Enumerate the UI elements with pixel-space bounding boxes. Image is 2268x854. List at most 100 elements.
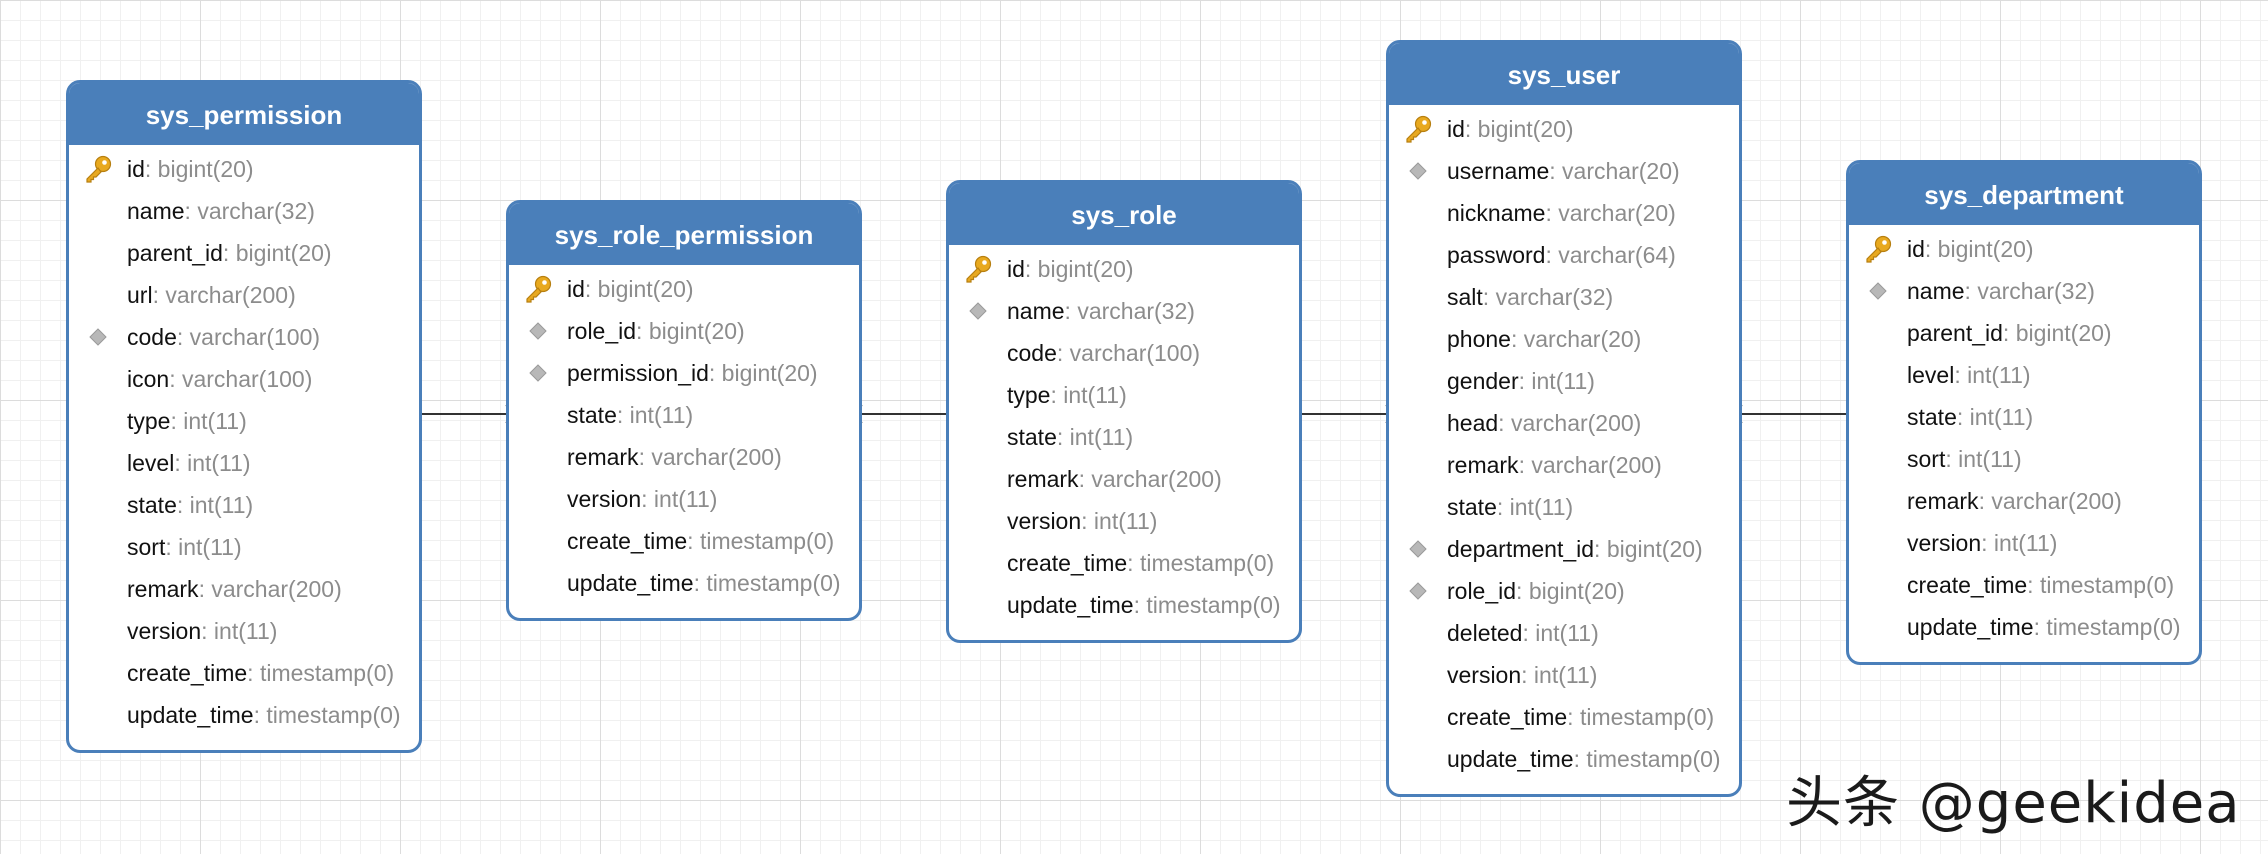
field-row[interactable]: state: int(11): [949, 416, 1299, 458]
field-row[interactable]: version: int(11): [949, 500, 1299, 542]
marker-spacer: [69, 484, 127, 526]
field-row[interactable]: update_time: timestamp(0): [1389, 738, 1739, 780]
field-row[interactable]: update_time: timestamp(0): [69, 694, 419, 736]
field-type: : timestamp(0): [693, 569, 841, 596]
field-row[interactable]: level: int(11): [1849, 354, 2199, 396]
field-type: : int(11): [1518, 367, 1595, 394]
field-row[interactable]: version: int(11): [509, 478, 859, 520]
table-sys-user[interactable]: sys_user id: bigint(20)username: varchar…: [1386, 40, 1742, 797]
table-title[interactable]: sys_user: [1389, 43, 1739, 105]
field-row[interactable]: version: int(11): [1849, 522, 2199, 564]
field-row[interactable]: password: varchar(64): [1389, 234, 1739, 276]
field-name: level: [1907, 361, 1955, 388]
field-row[interactable]: username: varchar(20): [1389, 150, 1739, 192]
field-row[interactable]: id: bigint(20): [949, 248, 1299, 290]
field-row[interactable]: update_time: timestamp(0): [1849, 606, 2199, 648]
field-row[interactable]: remark: varchar(200): [1849, 480, 2199, 522]
field-row[interactable]: url: varchar(200): [69, 274, 419, 316]
table-sys-role[interactable]: sys_role id: bigint(20)name: varchar(32)…: [946, 180, 1302, 643]
field-type: : timestamp(0): [2033, 613, 2181, 640]
field-row[interactable]: deleted: int(11): [1389, 612, 1739, 654]
field-name: name: [1007, 297, 1065, 324]
field-row[interactable]: sort: int(11): [69, 526, 419, 568]
field-type: : varchar(200): [152, 281, 296, 308]
field-row[interactable]: create_time: timestamp(0): [1849, 564, 2199, 606]
field-row[interactable]: code: varchar(100): [949, 332, 1299, 374]
field-row[interactable]: head: varchar(200): [1389, 402, 1739, 444]
field-row[interactable]: remark: varchar(200): [949, 458, 1299, 500]
marker-spacer: [69, 442, 127, 484]
field-row[interactable]: version: int(11): [69, 610, 419, 652]
field-row[interactable]: update_time: timestamp(0): [949, 584, 1299, 626]
field-name: update_time: [1007, 591, 1134, 618]
field-row[interactable]: nickname: varchar(20): [1389, 192, 1739, 234]
field-row[interactable]: name: varchar(32): [1849, 270, 2199, 312]
field-row[interactable]: name: varchar(32): [69, 190, 419, 232]
field-row[interactable]: permission_id: bigint(20): [509, 352, 859, 394]
table-sys-permission[interactable]: sys_permission id: bigint(20)name: varch…: [66, 80, 422, 753]
field-row[interactable]: id: bigint(20): [1849, 228, 2199, 270]
field-type: : timestamp(0): [1127, 549, 1275, 576]
field-row[interactable]: version: int(11): [1389, 654, 1739, 696]
table-title[interactable]: sys_permission: [69, 83, 419, 145]
field-row[interactable]: remark: varchar(200): [1389, 444, 1739, 486]
field-row[interactable]: remark: varchar(200): [69, 568, 419, 610]
marker-spacer: [1389, 612, 1447, 654]
field-type: : int(11): [1081, 507, 1158, 534]
marker-spacer: [1849, 354, 1907, 396]
field-row[interactable]: id: bigint(20): [1389, 108, 1739, 150]
table-sys-department[interactable]: sys_department id: bigint(20)name: varch…: [1846, 160, 2202, 665]
field-row[interactable]: update_time: timestamp(0): [509, 562, 859, 604]
field-type: : varchar(200): [638, 443, 782, 470]
field-row[interactable]: icon: varchar(100): [69, 358, 419, 400]
index-diamond-icon: [509, 352, 567, 394]
field-row[interactable]: state: int(11): [1389, 486, 1739, 528]
field-row[interactable]: state: int(11): [1849, 396, 2199, 438]
field-row[interactable]: role_id: bigint(20): [1389, 570, 1739, 612]
field-row[interactable]: type: int(11): [69, 400, 419, 442]
field-row[interactable]: role_id: bigint(20): [509, 310, 859, 352]
field-row[interactable]: phone: varchar(20): [1389, 318, 1739, 360]
marker-spacer: [1849, 480, 1907, 522]
table-title[interactable]: sys_role_permission: [509, 203, 859, 265]
field-name: salt: [1447, 283, 1483, 310]
field-row[interactable]: create_time: timestamp(0): [509, 520, 859, 562]
marker-spacer: [949, 458, 1007, 500]
field-name: role_id: [567, 317, 637, 344]
table-title[interactable]: sys_department: [1849, 163, 2199, 225]
marker-spacer: [69, 400, 127, 442]
field-type: : varchar(20): [1549, 157, 1680, 184]
field-row[interactable]: id: bigint(20): [69, 148, 419, 190]
field-row[interactable]: create_time: timestamp(0): [949, 542, 1299, 584]
field-row[interactable]: parent_id: bigint(20): [1849, 312, 2199, 354]
field-row[interactable]: sort: int(11): [1849, 438, 2199, 480]
field-row[interactable]: gender: int(11): [1389, 360, 1739, 402]
field-row[interactable]: remark: varchar(200): [509, 436, 859, 478]
field-row[interactable]: state: int(11): [69, 484, 419, 526]
field-row[interactable]: create_time: timestamp(0): [1389, 696, 1739, 738]
field-name: password: [1447, 241, 1546, 268]
field-row[interactable]: create_time: timestamp(0): [69, 652, 419, 694]
marker-spacer: [1849, 438, 1907, 480]
marker-spacer: [509, 520, 567, 562]
table-title[interactable]: sys_role: [949, 183, 1299, 245]
field-name: create_time: [567, 527, 688, 554]
field-row[interactable]: type: int(11): [949, 374, 1299, 416]
index-diamond-icon: [1389, 150, 1447, 192]
field-name: sort: [127, 533, 166, 560]
marker-spacer: [1389, 486, 1447, 528]
field-row[interactable]: salt: varchar(32): [1389, 276, 1739, 318]
field-name: remark: [1907, 487, 1979, 514]
field-row[interactable]: parent_id: bigint(20): [69, 232, 419, 274]
field-type: : int(11): [1521, 661, 1598, 688]
field-row[interactable]: id: bigint(20): [509, 268, 859, 310]
table-sys-role-permission[interactable]: sys_role_permission id: bigint(20)role_i…: [506, 200, 862, 621]
field-row[interactable]: code: varchar(100): [69, 316, 419, 358]
field-name: version: [1907, 529, 1982, 556]
field-row[interactable]: level: int(11): [69, 442, 419, 484]
field-name: level: [127, 449, 175, 476]
field-row[interactable]: department_id: bigint(20): [1389, 528, 1739, 570]
field-row[interactable]: name: varchar(32): [949, 290, 1299, 332]
field-row[interactable]: state: int(11): [509, 394, 859, 436]
marker-spacer: [1849, 606, 1907, 648]
